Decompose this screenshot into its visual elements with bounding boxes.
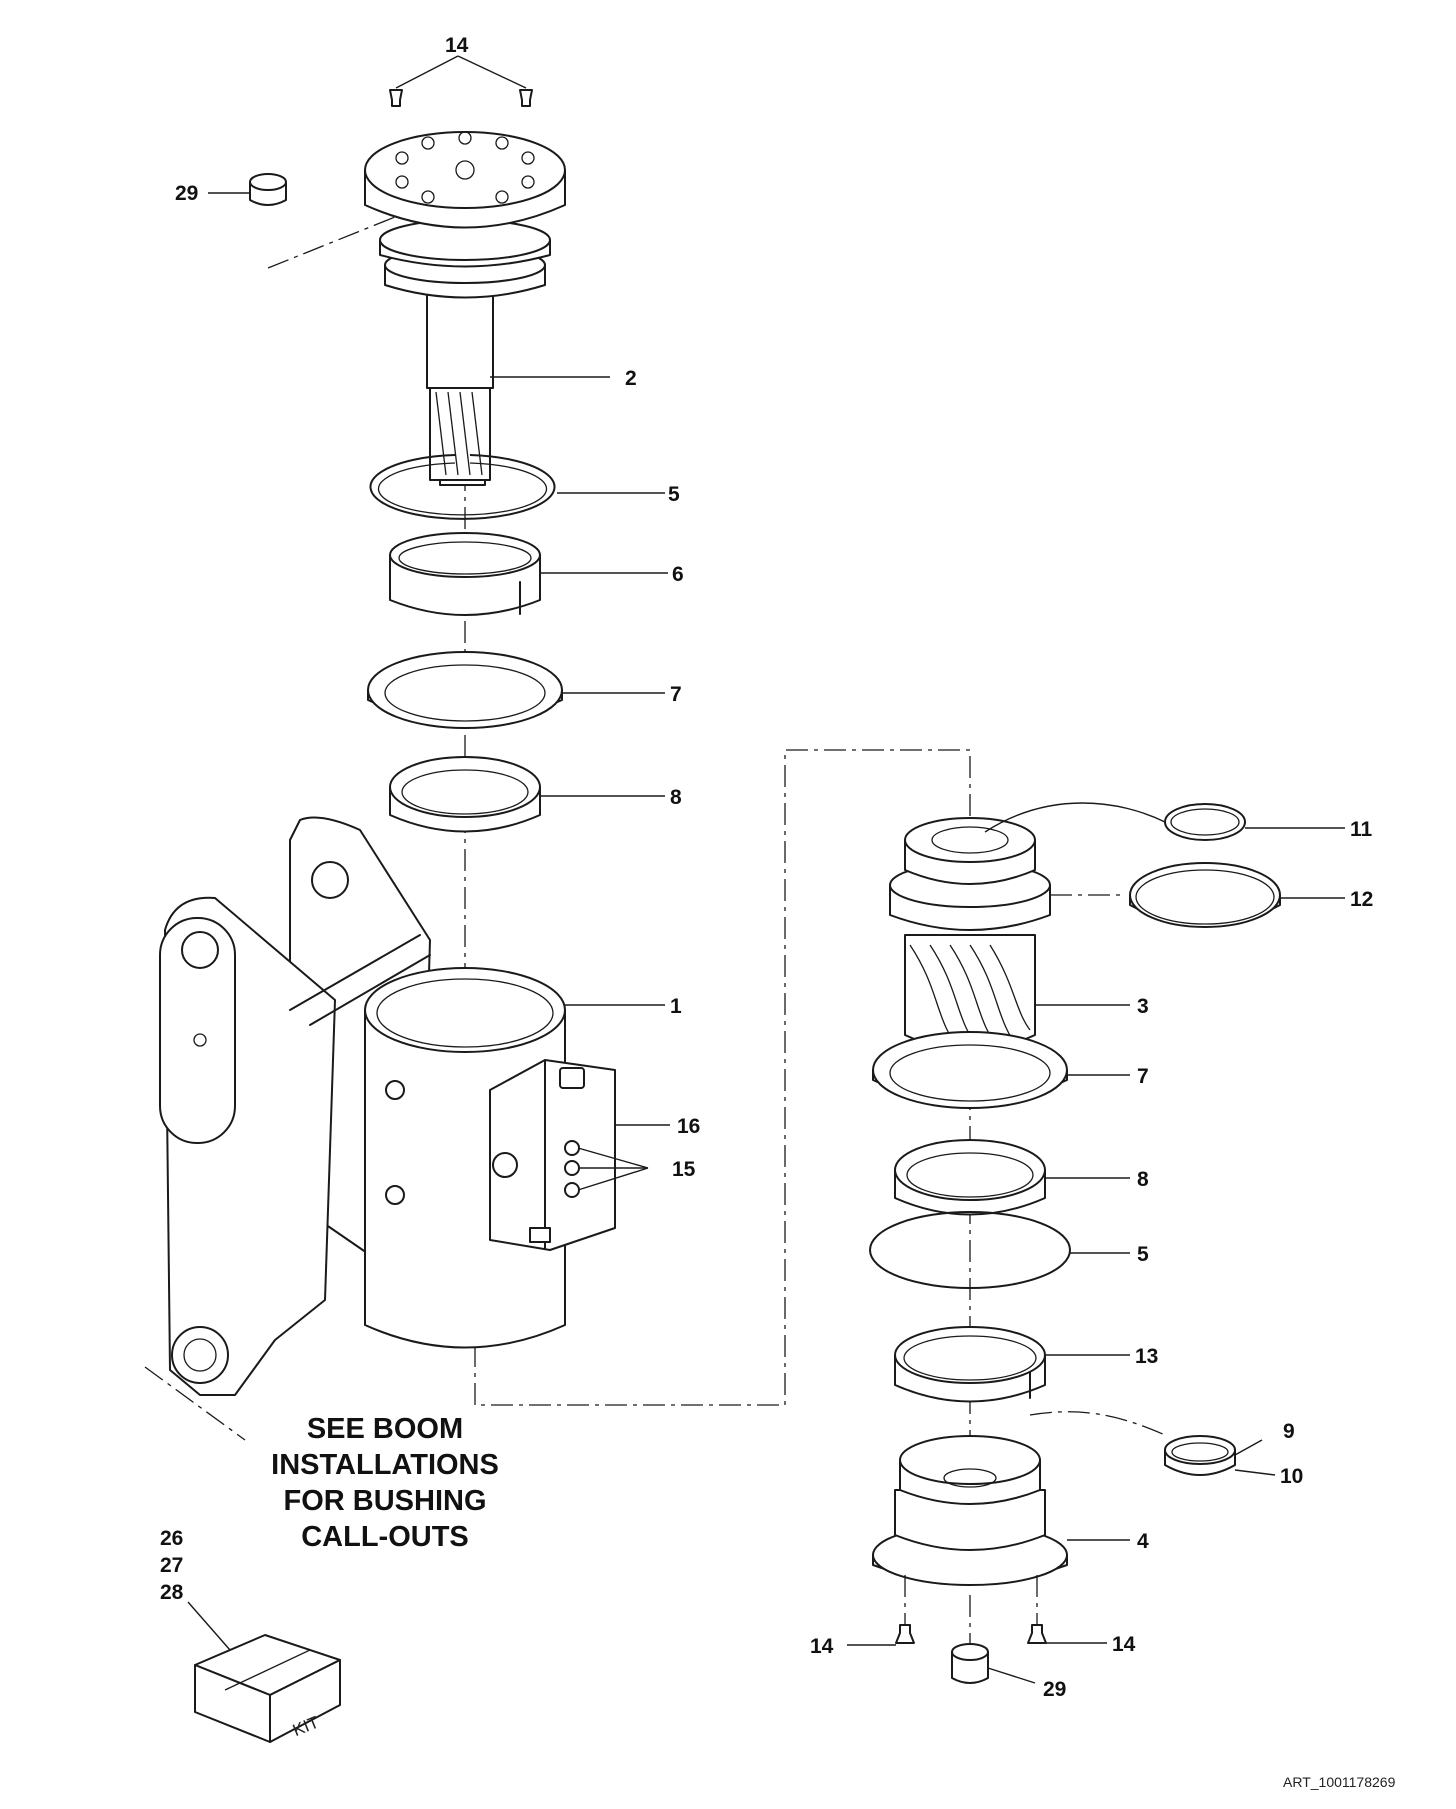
callout-14-bottom-right: 14 bbox=[1112, 1633, 1136, 1656]
note-line-3: FOR BUSHING bbox=[284, 1485, 487, 1517]
split-ring-left bbox=[389, 532, 541, 616]
screws-top bbox=[389, 89, 533, 107]
callout-16: 16 bbox=[677, 1115, 700, 1138]
callout-11: 11 bbox=[1350, 818, 1373, 841]
bushing-bottom bbox=[951, 1595, 989, 1684]
screws-bottom bbox=[895, 1575, 1047, 1644]
callout-10: 10 bbox=[1280, 1465, 1303, 1488]
bottom-cap bbox=[872, 1435, 1068, 1586]
callout-7-right: 7 bbox=[1137, 1065, 1149, 1088]
callout-13: 13 bbox=[1135, 1345, 1158, 1368]
bearing-right bbox=[894, 1139, 1046, 1216]
thrust-washer-right bbox=[872, 1031, 1068, 1109]
note-line-2: INSTALLATIONS bbox=[271, 1449, 499, 1481]
callout-27: 27 bbox=[160, 1554, 183, 1577]
callout-28: 28 bbox=[160, 1581, 184, 1604]
callout-12: 12 bbox=[1350, 888, 1373, 911]
split-ring-13 bbox=[894, 1326, 1046, 1403]
callout-6: 6 bbox=[672, 563, 684, 586]
callout-2: 2 bbox=[625, 367, 637, 390]
callout-labels: 14 29 2 5 6 7 8 1 16 15 11 12 3 7 8 5 13… bbox=[160, 34, 1373, 1701]
art-id: ART_1001178269 bbox=[1283, 1774, 1396, 1790]
rotator-housing bbox=[159, 816, 616, 1396]
callout-29-top: 29 bbox=[175, 182, 198, 205]
pinion-gear-assembly bbox=[889, 817, 1051, 1051]
callout-7-left: 7 bbox=[670, 683, 682, 706]
kit-box bbox=[194, 1634, 341, 1743]
callout-5-left: 5 bbox=[668, 483, 680, 506]
spline bbox=[435, 391, 483, 476]
bushing-top bbox=[249, 173, 287, 206]
snap-ring-right bbox=[869, 1211, 1071, 1289]
seal-9-10 bbox=[1164, 1435, 1236, 1476]
callout-14-bottom-left: 14 bbox=[810, 1635, 834, 1658]
callout-26: 26 bbox=[160, 1527, 183, 1550]
callout-9: 9 bbox=[1283, 1420, 1295, 1443]
callout-29-bottom: 29 bbox=[1043, 1678, 1066, 1701]
callout-3: 3 bbox=[1137, 995, 1149, 1018]
o-ring-11 bbox=[1164, 803, 1246, 841]
seal-12 bbox=[1129, 862, 1281, 928]
callout-1: 1 bbox=[670, 995, 682, 1018]
note-text: SEE BOOM INSTALLATIONS FOR BUSHING CALL-… bbox=[271, 1413, 499, 1553]
note-line-4: CALL-OUTS bbox=[301, 1521, 469, 1553]
top-cap-shaft bbox=[364, 131, 566, 486]
snap-ring-left bbox=[369, 454, 556, 520]
bearing-left bbox=[389, 756, 541, 833]
callout-5-right: 5 bbox=[1137, 1243, 1149, 1266]
leader-lines bbox=[187, 55, 1345, 1684]
callout-8-right: 8 bbox=[1137, 1168, 1149, 1191]
callout-14-top: 14 bbox=[445, 34, 469, 57]
callout-8-left: 8 bbox=[670, 786, 682, 809]
callout-15: 15 bbox=[672, 1158, 696, 1181]
callout-4: 4 bbox=[1137, 1530, 1149, 1553]
note-line-1: SEE BOOM bbox=[307, 1413, 463, 1445]
thrust-washer-left bbox=[367, 651, 563, 729]
